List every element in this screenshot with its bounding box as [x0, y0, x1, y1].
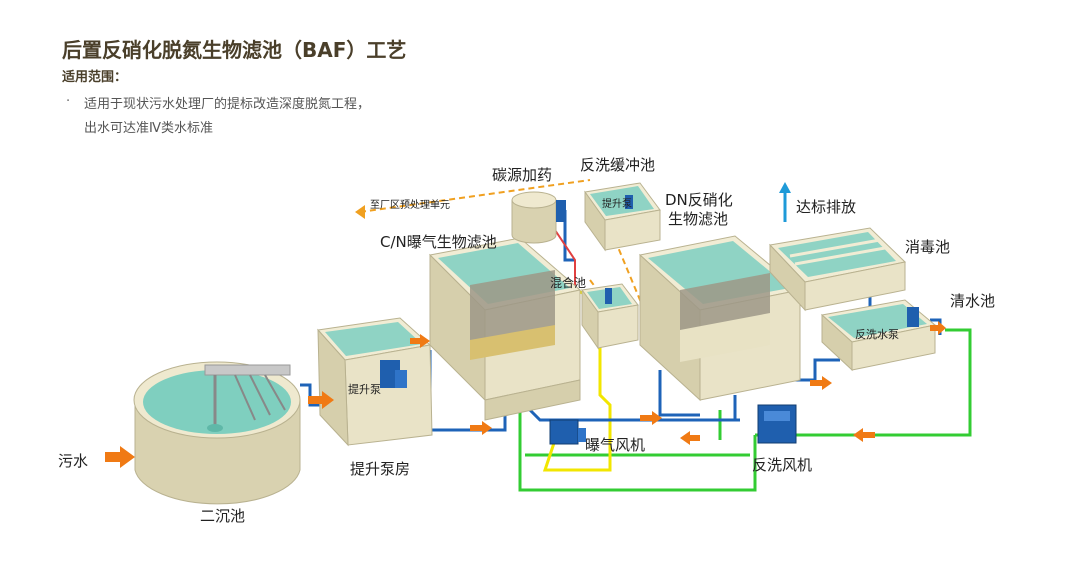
dosing-pump-icon [556, 200, 566, 222]
carbon-dosing-tank [511, 191, 566, 244]
label-to-pretreatment: 至厂区预处理单元 [370, 199, 450, 211]
lift-pump-house [317, 317, 433, 447]
label-cn-filter: C/N曝气生物滤池 [380, 233, 497, 251]
arrow-pipe-2 [640, 411, 662, 425]
label-secondary-clarifier: 二沉池 [200, 507, 245, 525]
dn-denitrification-biofilter [638, 235, 802, 402]
arrow-to-pump [930, 321, 946, 335]
label-backwash-blower: 反洗风机 [752, 456, 812, 474]
label-dn-filter-1: DN反硝化 [665, 191, 733, 209]
arrow-pipe-3 [680, 431, 700, 445]
label-backwash-buffer: 反洗缓冲池 [580, 156, 655, 174]
label-disinfection-tank: 消毒池 [905, 238, 950, 256]
label-buffer-pump: 提升泵 [602, 198, 632, 210]
backwash-pump-icon [907, 307, 919, 327]
arrow-to-clear-water [810, 376, 832, 390]
description-line-2: 出水可达准Ⅳ类水标准 [84, 121, 213, 136]
backwash-blower [757, 404, 797, 444]
backwash-buffer-tank [584, 182, 661, 252]
bullet-dot: · [66, 94, 71, 109]
discharge-arrow [779, 182, 791, 222]
label-backwash-pump: 反洗水泵 [855, 328, 899, 341]
arrow-pipe-1 [470, 421, 492, 435]
page-title: 后置反硝化脱氮生物滤池（BAF）工艺 [62, 38, 407, 62]
arrow-sewage-in [105, 446, 135, 468]
description-line-1: 适用于现状污水处理厂的提标改造深度脱氮工程， [84, 97, 371, 112]
flow-arrows [105, 321, 946, 468]
label-lift-pump: 提升泵 [348, 383, 381, 396]
clear-water-tank [820, 299, 937, 372]
label-lift-pump-house: 提升泵房 [350, 460, 410, 478]
disinfection-tank [768, 227, 907, 312]
label-mixing-tank: 混合池 [550, 275, 586, 290]
buffer-pump-icon [625, 195, 633, 209]
label-aeration-blower: 曝气风机 [585, 436, 645, 454]
aeration-blower [549, 419, 586, 445]
mixing-tank [581, 283, 639, 350]
label-clear-water-tank: 清水池 [950, 292, 995, 310]
label-carbon-dosing: 碳源加药 [492, 166, 552, 184]
scope-label: 适用范围： [62, 70, 128, 85]
arrow-to-pump-house [308, 391, 334, 409]
pretreatment-arrow [355, 205, 365, 219]
secondary-clarifier [133, 361, 301, 505]
label-dn-filter-2: 生物滤池 [668, 210, 728, 228]
red-dosing-pipe [554, 229, 576, 290]
label-discharge: 达标排放 [796, 198, 856, 216]
cn-aerated-biofilter [428, 237, 582, 421]
arrow-to-cn-filter [410, 334, 430, 348]
arrow-backwash-return [853, 428, 875, 442]
label-sewage: 污水 [58, 452, 88, 470]
